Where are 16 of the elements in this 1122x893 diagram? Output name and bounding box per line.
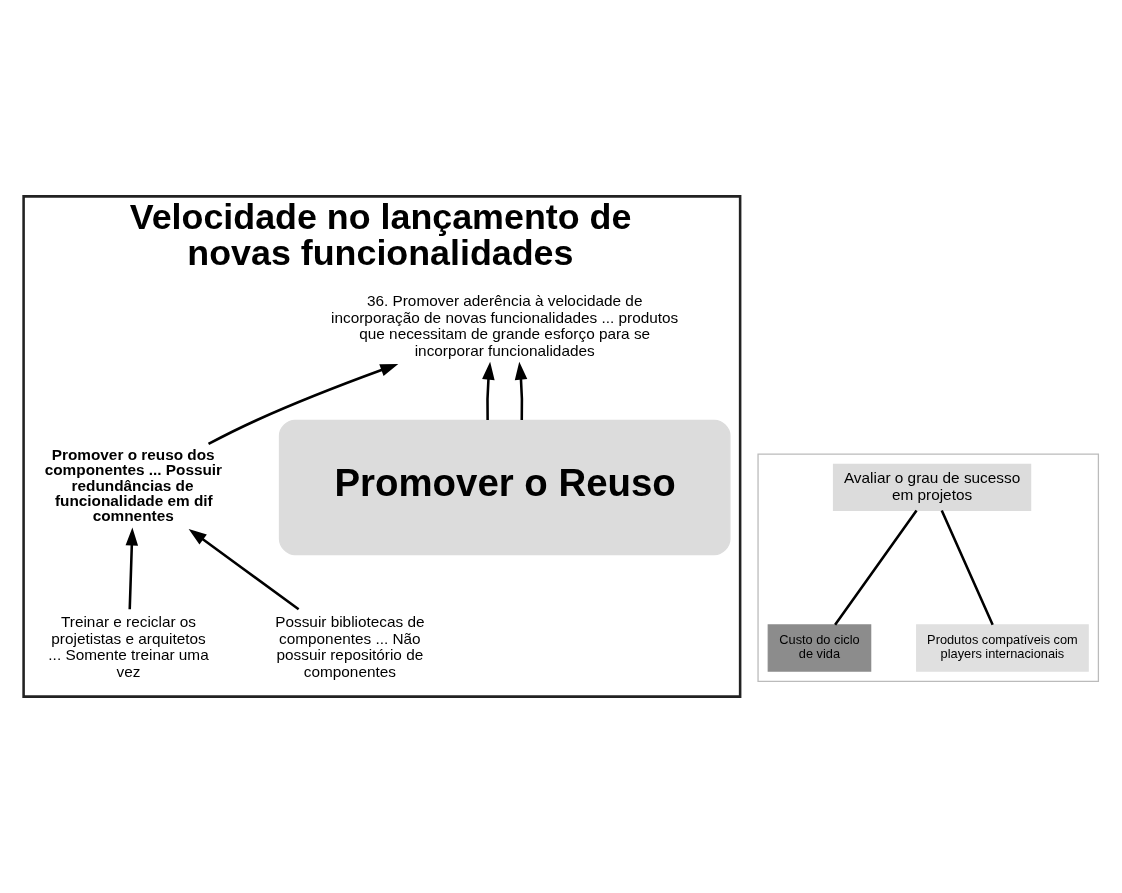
- cluster: [757, 453, 1100, 682]
- node-text: Treinar e reciclar os projetistas e arquitetos ... Somente treinar uma vez: [48, 613, 209, 680]
- node-text: Possuir bibliotecas de componentes ... Não possuir repositório de componentes: [275, 613, 425, 680]
- node-box: Avaliar o grau de sucesso em projetos: [832, 463, 1032, 512]
- connector: [940, 510, 994, 626]
- arrow: [125, 527, 139, 610]
- arrow: [207, 364, 399, 446]
- node-text: 36. Promover aderência à velocidade de incorporação de novas funcionalidades ... produtos que necessitam de grande esforço para se incorporar funcionalidades: [331, 291, 679, 359]
- arrow: [188, 528, 300, 611]
- arrow: [514, 361, 528, 421]
- connector: [834, 509, 918, 626]
- node-box: Custo do ciclo de vida: [767, 624, 872, 672]
- arrow: [482, 361, 495, 421]
- node-box: Promover o Reuso: [278, 419, 731, 556]
- node-box: Produtos compatíveis com players internacionais: [916, 624, 1089, 672]
- node-text: Promover o reuso dos componentes ... Possuir redundâncias de funcionalidade em dif comnentes: [44, 446, 223, 525]
